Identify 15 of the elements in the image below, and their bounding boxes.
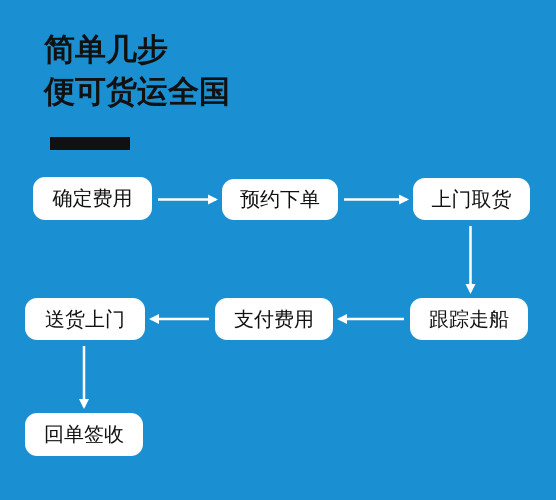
step-box: 上门取货	[413, 178, 530, 220]
arrow	[79, 346, 89, 409]
step-box: 送货上门	[25, 298, 145, 340]
arrow	[149, 314, 209, 324]
step-box: 预约下单	[222, 179, 338, 220]
step-box: 回单签收	[25, 413, 143, 456]
arrow	[158, 194, 218, 204]
heading-text: 便可货运全国	[44, 73, 230, 112]
step-box: 跟踪走船	[410, 298, 528, 340]
heading-text: 简单几步	[44, 31, 168, 70]
arrow	[337, 314, 404, 324]
arrow	[344, 194, 409, 204]
step-box: 确定费用	[33, 177, 152, 220]
step-box: 支付费用	[215, 298, 333, 340]
arrow	[466, 226, 476, 294]
